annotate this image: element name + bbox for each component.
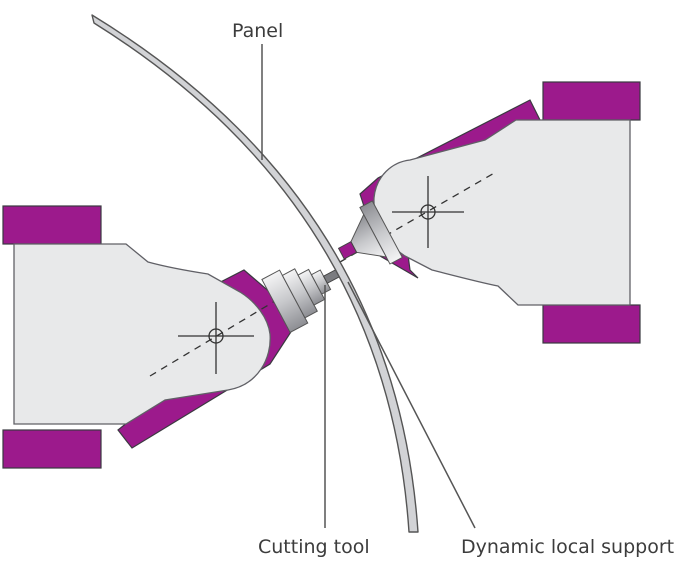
dynamic-support-leader (347, 281, 476, 529)
dynamic-support-tip (337, 241, 358, 260)
left-machine-head (2, 205, 342, 469)
left-spindle-crosshair (149, 291, 291, 377)
right-top-clamp (542, 81, 641, 121)
right-bottom-clamp (542, 304, 641, 344)
left-top-clamp (2, 205, 102, 245)
right-machine-head (337, 81, 641, 344)
left-tool-holder (261, 268, 342, 334)
dynamic-support-label: Dynamic local support (461, 536, 674, 558)
cutting-tool-label: Cutting tool (258, 536, 370, 558)
left-bottom-clamp (2, 429, 102, 469)
panel-sheet (91, 14, 419, 533)
right-support-holder (337, 200, 403, 265)
panel-label: Panel (232, 20, 283, 42)
callout-lines (261, 44, 476, 529)
left-arm-body (13, 243, 271, 425)
